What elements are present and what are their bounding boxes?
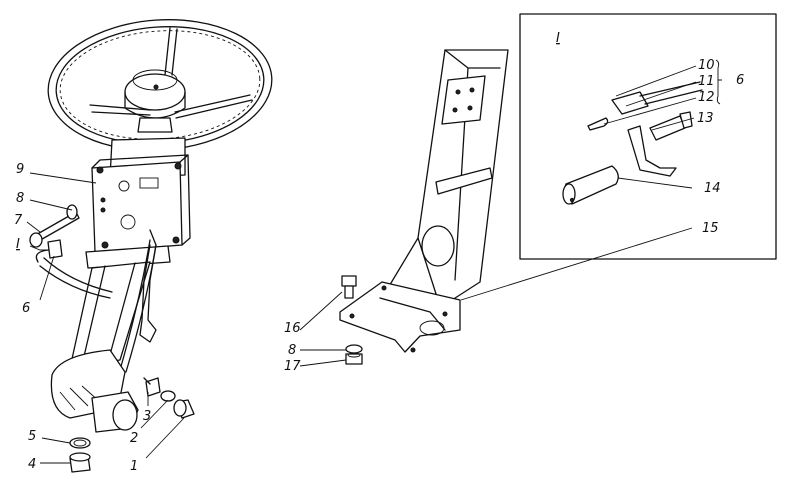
label-16: 16 (284, 321, 301, 336)
fitting-3 (143, 377, 161, 397)
bolt-16 (341, 275, 357, 299)
bolt-7 (29, 211, 80, 248)
label-6-left: 6 (22, 301, 30, 316)
detail-view-I (519, 13, 777, 260)
label-9: 9 (16, 162, 24, 177)
label-14: 14 (704, 181, 721, 196)
detail-group-title: I (556, 31, 560, 46)
label-detail-I-left: I (16, 237, 20, 252)
mounting-bracket-15 (339, 49, 509, 353)
label-15: 15 (702, 221, 719, 236)
label-11: 11 (698, 74, 715, 89)
label-7: 7 (14, 213, 23, 228)
label-8-right: 8 (288, 343, 296, 358)
label-1: 1 (130, 459, 138, 474)
washer-8-right (345, 344, 363, 354)
label-4: 4 (28, 457, 36, 472)
column-bracket-block (91, 154, 191, 253)
label-6-group: 6 (736, 73, 744, 88)
callout-labels: 9 8 7 I 6 3 2 1 5 4 16 8 17 15 14 13 12 … (14, 31, 744, 474)
label-5: 5 (28, 429, 36, 444)
label-12: 12 (698, 90, 715, 105)
steering-column-assembly (35, 19, 273, 433)
plug-1 (173, 399, 195, 419)
label-13: 13 (697, 111, 714, 126)
leader-lines (26, 59, 722, 464)
washer-8-left (66, 204, 78, 220)
nut-17 (345, 352, 363, 365)
washer-5 (69, 437, 91, 449)
washer-2 (160, 390, 176, 402)
label-3: 3 (143, 409, 151, 424)
plug-4 (69, 452, 91, 473)
label-10: 10 (698, 58, 715, 73)
label-8-left: 8 (16, 191, 24, 206)
steering-wheel (47, 19, 273, 151)
steering-gearbox (50, 349, 139, 433)
label-17: 17 (284, 359, 301, 374)
label-2: 2 (130, 431, 138, 446)
